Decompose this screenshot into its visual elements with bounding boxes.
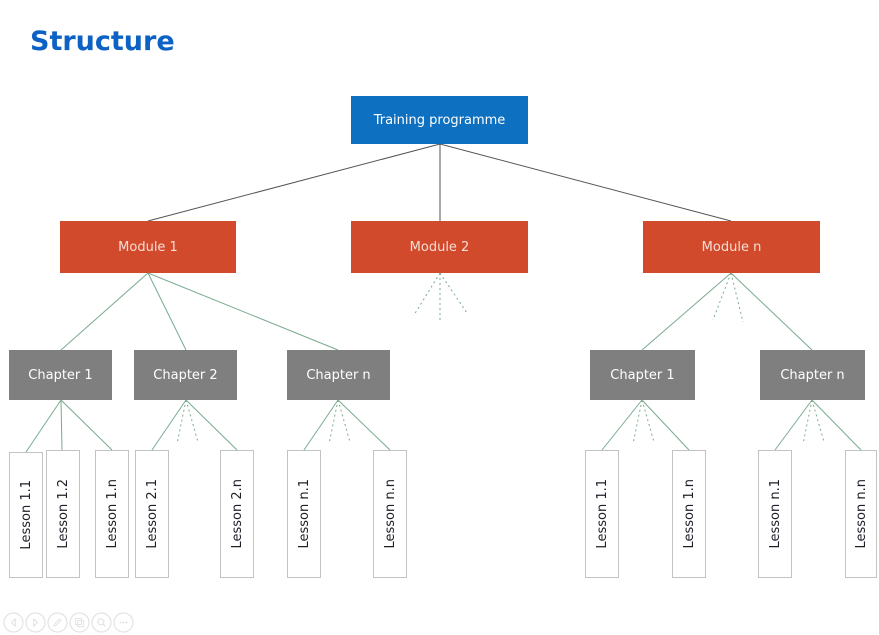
lesson-1-1-right-node: Lesson 1.1 [585,450,619,578]
lesson-label: Lesson 2.1 [144,479,160,549]
lesson-label: Lesson n.1 [767,479,783,549]
lesson-label: Lesson 1.1 [594,479,610,549]
previous-button[interactable] [3,612,24,633]
lesson-label: Lesson 1.2 [55,479,71,549]
chapter-1-right-node: Chapter 1 [590,350,695,400]
lesson-label: Lesson 1.1 [18,480,34,550]
edit-pencil-icon [47,612,68,633]
lesson-label: Lesson n.n [853,479,869,549]
chapter-2-node: Chapter 2 [134,350,237,400]
module-1-label: Module 1 [118,239,178,255]
more-button[interactable] [113,612,134,633]
chapter-label: Chapter 2 [153,367,218,383]
lesson-n-n-right-node: Lesson n.n [845,450,877,578]
lesson-n-1-left-node: Lesson n.1 [287,450,321,578]
duplicate-button[interactable] [69,612,90,633]
lesson-label: Lesson 1.n [681,479,697,549]
edit-button[interactable] [47,612,68,633]
previous-arrow-icon [3,612,24,633]
chapter-label: Chapter n [780,367,845,383]
module-to-chapter-connectors [60,272,813,351]
lesson-label: Lesson n.1 [296,479,312,549]
programme-to-module-connectors [147,143,732,222]
lesson-1-2-node: Lesson 1.2 [46,450,80,578]
next-button[interactable] [25,612,46,633]
lesson-label: Lesson n.n [382,479,398,549]
zoom-button[interactable] [91,612,112,633]
lesson-n-n-left-node: Lesson n.n [373,450,407,578]
more-ellipsis-icon [113,612,134,633]
module-n-node: Module n [643,221,820,273]
lesson-2-n-node: Lesson 2.n [220,450,254,578]
chapter-label: Chapter 1 [28,367,93,383]
training-programme-node: Training programme [351,96,528,144]
page-title: Structure [30,26,175,58]
lesson-label: Lesson 1.n [104,479,120,549]
chapter-n-right-node: Chapter n [760,350,865,400]
chapter-n-left-node: Chapter n [287,350,390,400]
lesson-1-n-right-node: Lesson 1.n [672,450,706,578]
module-n-label: Module n [701,239,762,255]
chapter-label: Chapter n [306,367,371,383]
lesson-1-1-left-node: Lesson 1.1 [9,452,43,578]
duplicate-icon [69,612,90,633]
zoom-magnifier-icon [91,612,112,633]
chapter-to-lesson-connectors [25,399,862,453]
next-arrow-icon [25,612,46,633]
lesson-label: Lesson 2.n [229,479,245,549]
lesson-2-1-node: Lesson 2.1 [135,450,169,578]
chapter-label: Chapter 1 [610,367,675,383]
module-2-label: Module 2 [409,239,470,255]
training-programme-label: Training programme [373,112,506,128]
chapter-1-left-node: Chapter 1 [9,350,112,400]
lesson-n-1-right-node: Lesson n.1 [758,450,792,578]
lesson-1-n-left-node: Lesson 1.n [95,450,129,578]
module-2-node: Module 2 [351,221,528,273]
viewer-toolbar [3,612,134,633]
module-1-node: Module 1 [60,221,236,273]
